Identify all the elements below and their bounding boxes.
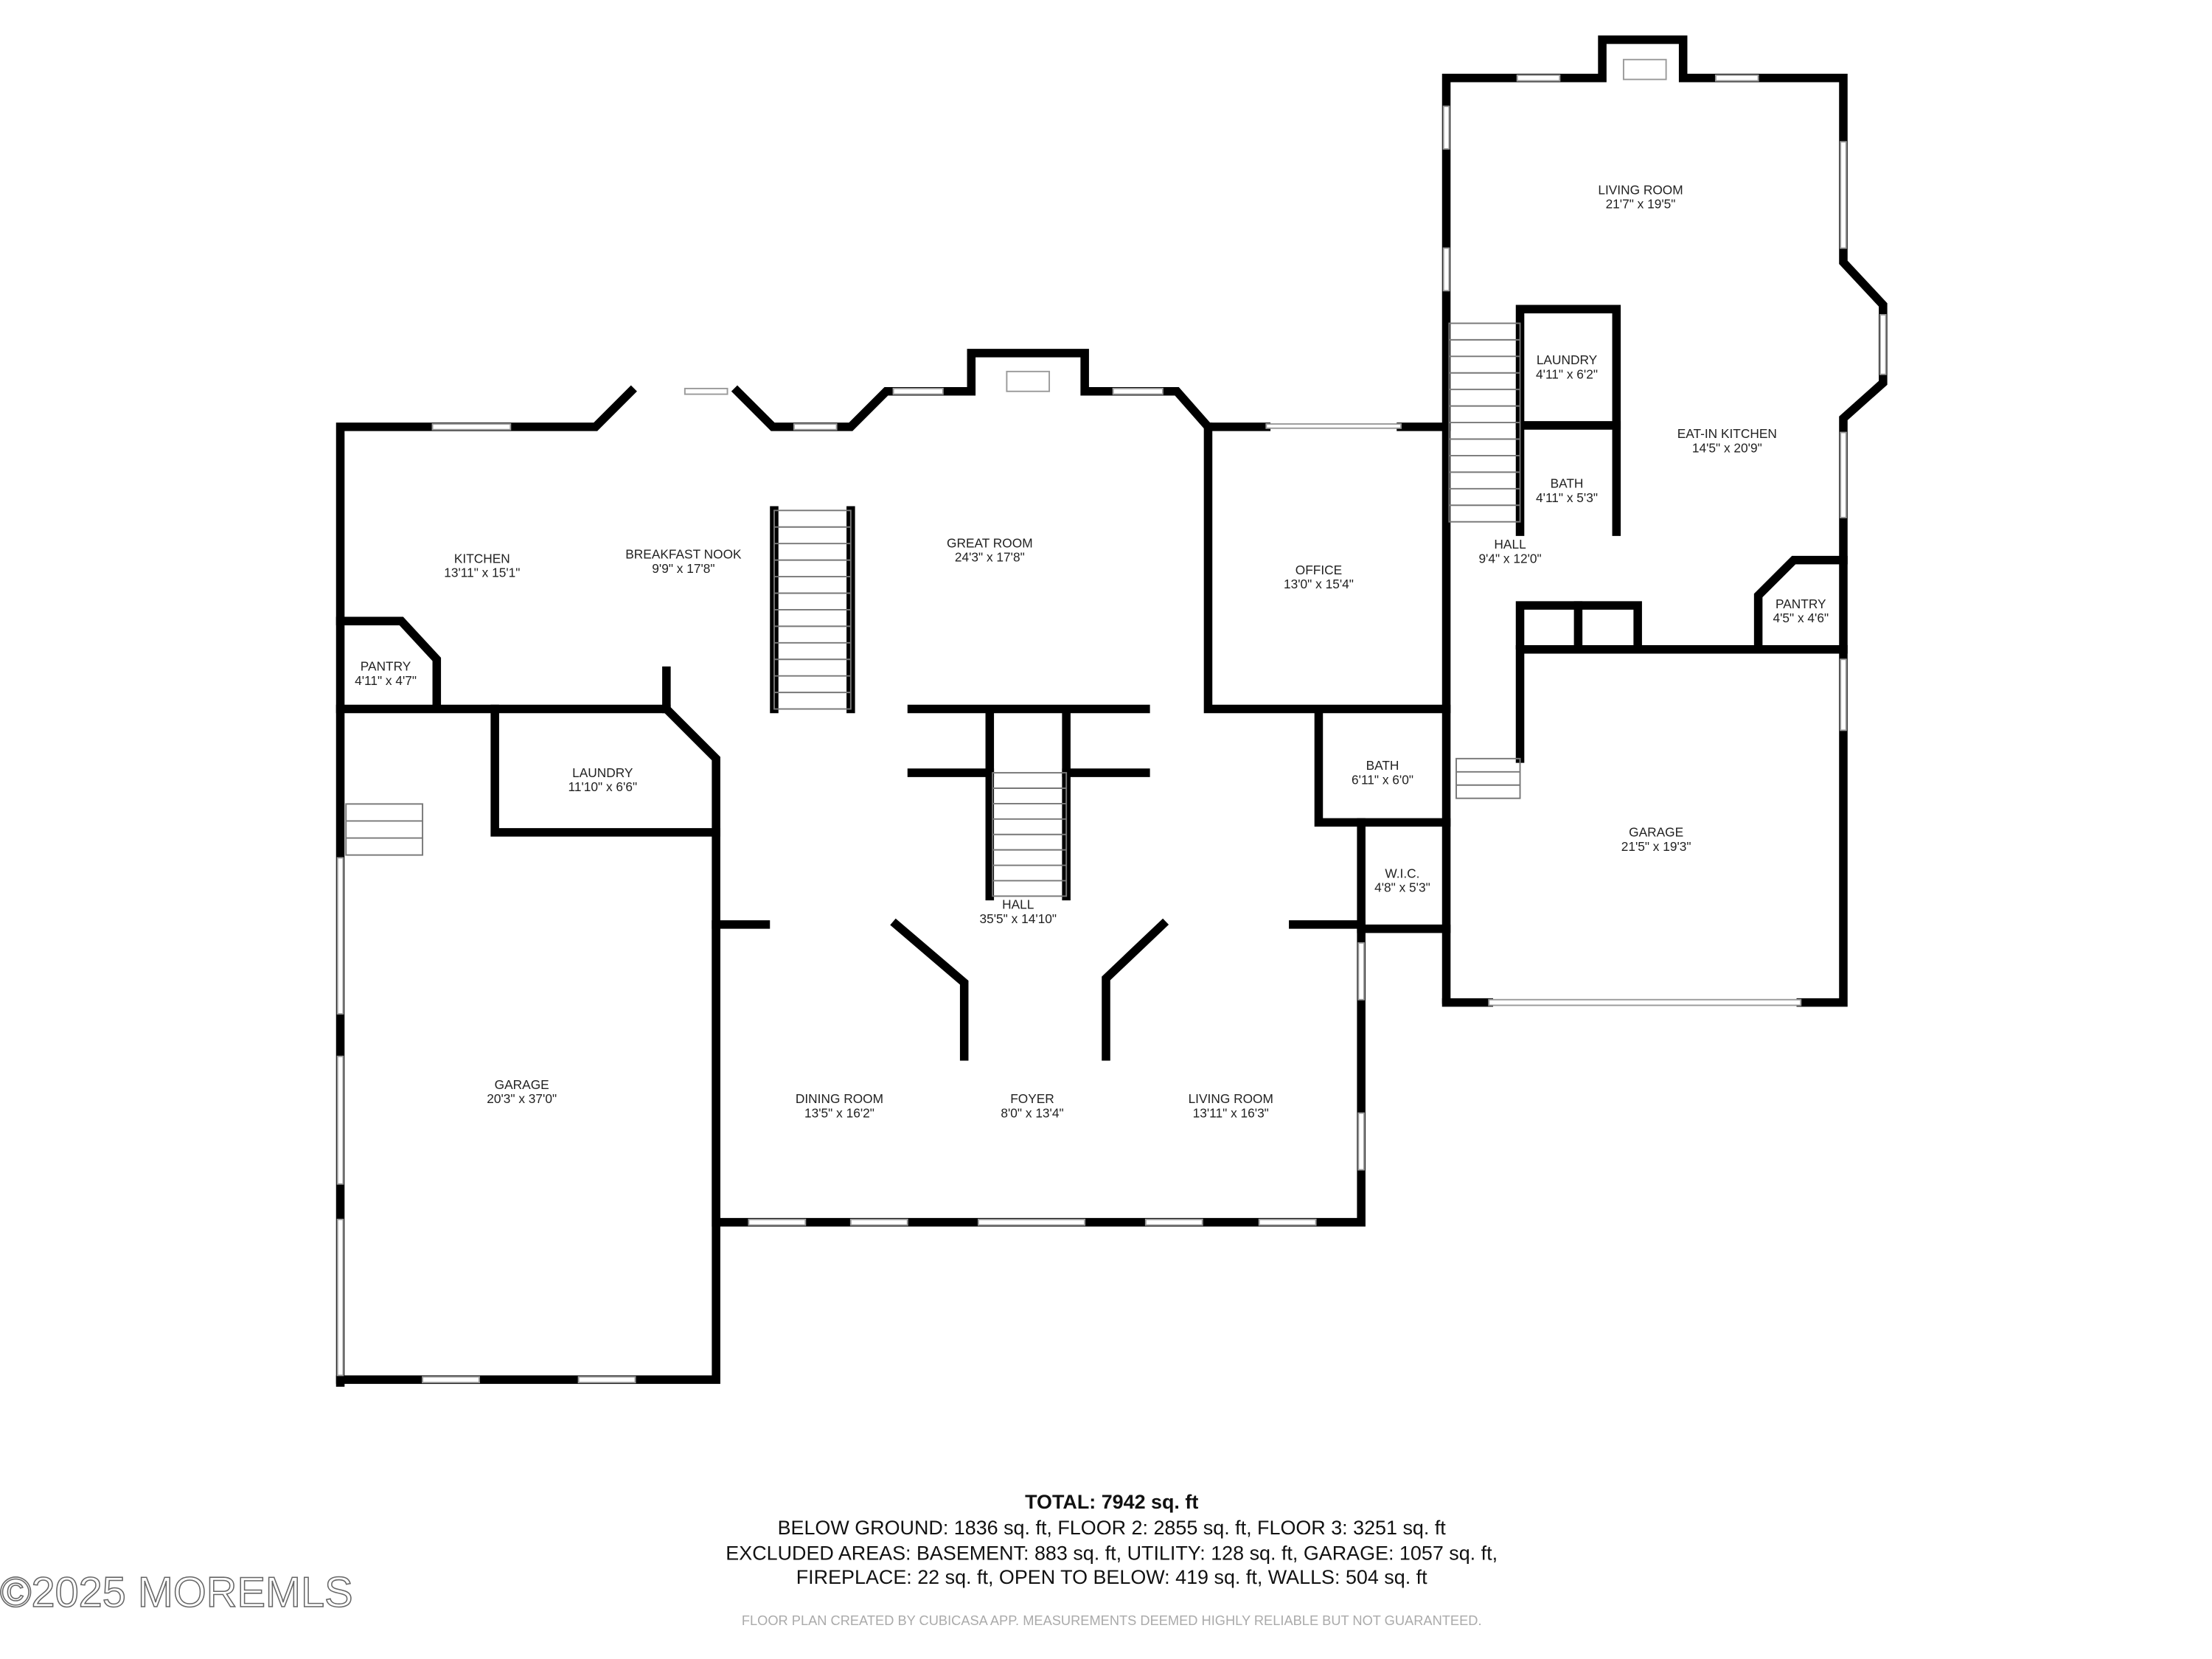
wall <box>1357 818 1451 933</box>
room-dimensions: 20'3" x 37'0" <box>487 1091 557 1106</box>
room-name: FOYER <box>1010 1091 1054 1106</box>
room-name: PANTRY <box>1775 597 1826 611</box>
room-name: DINING ROOM <box>796 1091 883 1106</box>
area-summary: TOTAL: 7942 sq. ft BELOW GROUND: 1836 sq… <box>726 1491 1498 1628</box>
window <box>1265 423 1402 429</box>
window <box>849 1218 908 1226</box>
room-dimensions: 14'5" x 20'9" <box>1692 440 1762 455</box>
window <box>431 423 512 431</box>
wall <box>731 349 1271 431</box>
wall <box>1102 918 1169 1061</box>
room-dimensions: 13'0" x 15'4" <box>1284 577 1354 591</box>
room-dimensions: 21'5" x 19'3" <box>1621 839 1691 854</box>
stairs <box>345 322 1521 897</box>
window <box>1840 141 1847 249</box>
room-dimensions: 35'5" x 14'10" <box>980 911 1057 926</box>
window <box>336 1055 344 1185</box>
window <box>793 423 838 431</box>
wall <box>1203 422 1451 714</box>
room-name: GARAGE <box>1629 825 1683 840</box>
room-dimensions: 11'10" x 6'6" <box>568 779 638 794</box>
staircase <box>345 803 424 856</box>
window <box>684 387 728 395</box>
room-name: BATH <box>1551 476 1584 491</box>
window <box>1442 105 1450 150</box>
room-dimensions: 9'4" x 12'0" <box>1478 551 1541 566</box>
windows <box>336 58 1887 1383</box>
wall <box>1441 35 1888 1007</box>
window <box>1006 370 1051 392</box>
room-name: LIVING ROOM <box>1189 1091 1273 1106</box>
room-dimensions: 9'9" x 17'8" <box>652 561 714 576</box>
room-name: OFFICE <box>1295 563 1342 577</box>
room-dimensions: 4'11" x 4'7" <box>355 673 417 688</box>
window <box>336 1218 344 1377</box>
wall <box>712 920 1366 1227</box>
room-dimensions: 21'7" x 19'5" <box>1606 197 1676 212</box>
room-name: BREAKFAST NOOK <box>625 547 742 562</box>
window <box>1714 74 1759 82</box>
window <box>336 857 344 1015</box>
window <box>1840 431 1847 518</box>
room-dimensions: 4'11" x 5'3" <box>1536 490 1598 505</box>
window <box>1258 1218 1317 1226</box>
room-name: HALL <box>1494 537 1526 552</box>
area-line-2: EXCLUDED AREAS: BASEMENT: 883 sq. ft, UT… <box>726 1542 1498 1564</box>
room-dimensions: 8'0" x 13'4" <box>1001 1105 1063 1120</box>
wall <box>335 385 637 1387</box>
room-name: W.I.C. <box>1385 866 1419 880</box>
room-name: HALL <box>1002 897 1034 912</box>
window <box>1879 313 1887 375</box>
area-line-1: BELOW GROUND: 1836 sq. ft, FLOOR 2: 2855… <box>778 1517 1447 1539</box>
walls <box>335 35 1888 1387</box>
window <box>1357 1112 1365 1171</box>
window <box>1840 658 1847 731</box>
window <box>748 1218 807 1226</box>
room-dimensions: 4'5" x 4'6" <box>1773 611 1829 625</box>
room-dimensions: 13'11" x 16'3" <box>1193 1105 1269 1120</box>
room-name: KITCHEN <box>454 551 510 566</box>
wall <box>1515 645 1848 763</box>
window <box>1112 387 1164 395</box>
room-name: BATH <box>1366 758 1399 773</box>
window <box>892 387 944 395</box>
room-dimensions: 6'11" x 6'0" <box>1352 772 1413 787</box>
room-name: LIVING ROOM <box>1598 182 1683 197</box>
window <box>577 1376 636 1383</box>
wall <box>890 918 969 1061</box>
window <box>1357 942 1365 1001</box>
wall <box>1753 555 1848 654</box>
room-name: PANTRY <box>361 659 411 674</box>
wall <box>1314 712 1451 827</box>
room-dimensions: 4'11" x 6'2" <box>1536 366 1598 381</box>
room-dimensions: 24'3" x 17'8" <box>955 550 1025 565</box>
area-line-3: FIREPLACE: 22 sq. ft, OPEN TO BELOW: 419… <box>796 1566 1427 1588</box>
window <box>1144 1218 1203 1226</box>
wall <box>335 616 442 709</box>
window <box>977 1218 1086 1226</box>
room-name: LAUNDRY <box>572 765 633 780</box>
total-area: TOTAL: 7942 sq. ft <box>1025 1491 1198 1513</box>
room-name: GARAGE <box>495 1077 549 1092</box>
room-name: GREAT ROOM <box>947 535 1033 550</box>
room-dimensions: 13'5" x 16'2" <box>804 1105 874 1120</box>
window <box>1622 58 1667 80</box>
room-dimensions: 13'11" x 15'1" <box>444 566 520 580</box>
credit-note: FLOOR PLAN CREATED BY CUBICASA APP. MEAS… <box>742 1613 1482 1628</box>
window <box>1442 247 1450 292</box>
room-dimensions: 4'8" x 5'3" <box>1374 880 1430 895</box>
room-name: LAUNDRY <box>1537 352 1598 367</box>
window <box>1488 998 1802 1006</box>
wall <box>335 703 720 1384</box>
window <box>1516 74 1561 82</box>
room-name: EAT-IN KITCHEN <box>1677 426 1777 441</box>
watermark: ©2025 MOREMLS <box>0 1569 353 1616</box>
wall <box>490 704 720 837</box>
window <box>422 1376 480 1383</box>
staircase <box>1455 757 1521 799</box>
